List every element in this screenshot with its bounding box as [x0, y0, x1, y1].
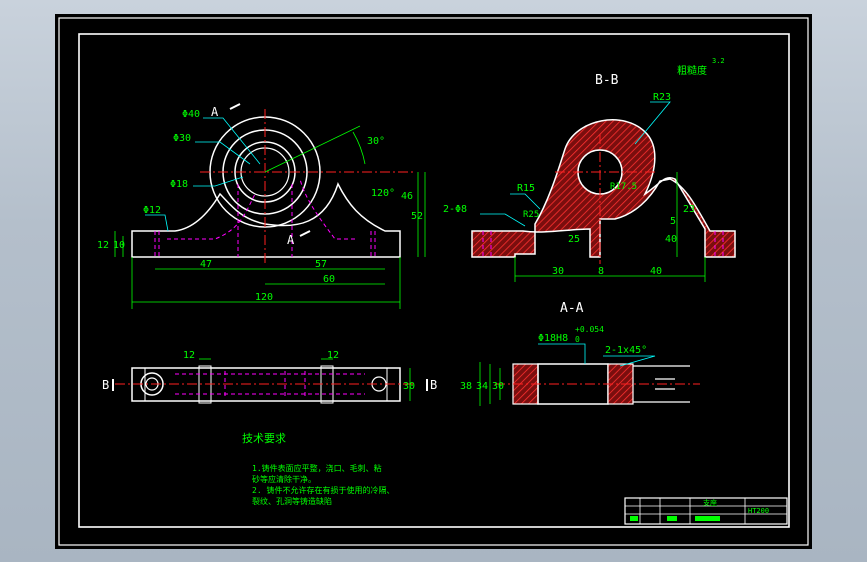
inner-border [78, 33, 790, 528]
title-block-material: HT200 [748, 507, 769, 515]
section-marker-a-bottom: A [287, 233, 295, 247]
tech-req-title: 技术要求 [242, 432, 286, 445]
cad-viewport[interactable]: A A B-B A-A B B 粗糙度 3.2 Φ40 Φ30 Φ18 Φ12 … [55, 14, 812, 549]
dim-d12: Φ12 [143, 205, 161, 216]
front-view [114, 103, 426, 309]
dim-bore: Φ18H8 [538, 333, 568, 344]
dim-w47: 47 [200, 259, 212, 270]
dim-h40: 40 [665, 234, 677, 245]
dim-w40: 40 [650, 266, 662, 277]
dim-h23: 23 [683, 204, 695, 215]
dim-angle30: 30° [367, 136, 385, 147]
dim-d18: Φ18 [170, 179, 188, 190]
dim-r23: R23 [653, 92, 671, 103]
dim-d30: Φ30 [173, 133, 191, 144]
dim-w57: 57 [315, 259, 327, 270]
dim-h5: 5 [670, 216, 676, 227]
dim-top-12a: 12 [183, 350, 195, 361]
dim-h12: 12 [97, 240, 109, 251]
dim-bore-tol-lower: 0 [575, 335, 580, 344]
dim-top-30: 30 [403, 381, 415, 392]
section-marker-a-top: A [211, 105, 219, 119]
dim-h25: 25 [568, 234, 580, 245]
dim-aa-34: 34 [476, 381, 488, 392]
dim-h52: 52 [411, 211, 423, 222]
section-a-a-view [479, 343, 700, 406]
title-block [624, 497, 788, 525]
dim-w30: 30 [552, 266, 564, 277]
dim-2-d8: 2-Φ8 [443, 204, 467, 215]
outer-border [58, 17, 809, 546]
section-title-b-b: B-B [595, 73, 619, 88]
roughness-label: 粗糙度 [677, 64, 707, 77]
dim-r15: R15 [517, 183, 535, 194]
dim-bore-tol-upper: +0.054 [575, 325, 604, 334]
dim-aa-30: 30 [492, 381, 504, 392]
dim-r17: R17.5 [610, 182, 637, 192]
top-view [112, 358, 428, 404]
section-marker-b-left: B [102, 378, 109, 392]
dim-aa-38: 38 [460, 381, 472, 392]
dim-chamfer: 2-1x45° [605, 345, 647, 356]
tech-req-line3: 2. 铸件不允许存在有损于使用的冷隔、 [252, 485, 394, 495]
tech-req-line1: 1.铸件表面应平整，浇口、毛刺、粘 [252, 463, 382, 473]
dim-h46: 46 [401, 191, 413, 202]
dim-w120: 120 [255, 292, 273, 303]
section-title-a-a: A-A [560, 301, 584, 316]
tech-req-line2: 砂等应清除干净。 [252, 474, 316, 484]
dim-r25: R25 [523, 210, 539, 220]
title-block-name: 支座 [703, 498, 717, 507]
dim-top-12b: 12 [327, 350, 339, 361]
section-b-b-view [471, 101, 736, 282]
dim-angle120: 120° [371, 188, 395, 199]
tech-req-line4: 裂纹、孔洞等铸造缺陷 [252, 496, 332, 506]
engineering-drawing: A A B-B A-A B B 粗糙度 3.2 Φ40 Φ30 Φ18 Φ12 … [58, 17, 809, 546]
dim-d40: Φ40 [182, 109, 200, 120]
dim-w60: 60 [323, 274, 335, 285]
section-marker-b-right: B [430, 378, 437, 392]
roughness-value: 3.2 [712, 57, 725, 65]
dim-h10: 10 [113, 240, 125, 251]
dim-w8: 8 [598, 266, 604, 277]
